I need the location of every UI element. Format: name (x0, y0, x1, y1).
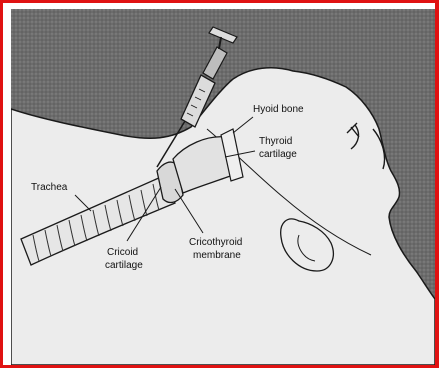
label-hyoid-bone: Hyoid bone (253, 104, 304, 115)
label-thyroid-line1: Thyroid (259, 136, 292, 147)
label-cricothyroid-line2: membrane (193, 250, 241, 261)
label-cricoid-line2: cartilage (105, 260, 143, 271)
label-trachea: Trachea (31, 182, 68, 193)
diagram-panel: Hyoid bone Thyroid cartilage Trachea Cri… (11, 9, 435, 365)
label-cricothyroid-line1: Cricothyroid (189, 237, 242, 248)
label-cricoid-line1: Cricoid (107, 247, 138, 258)
label-thyroid-line2: cartilage (259, 149, 297, 160)
cricothyrotomy-illustration: Hyoid bone Thyroid cartilage Trachea Cri… (11, 9, 435, 365)
